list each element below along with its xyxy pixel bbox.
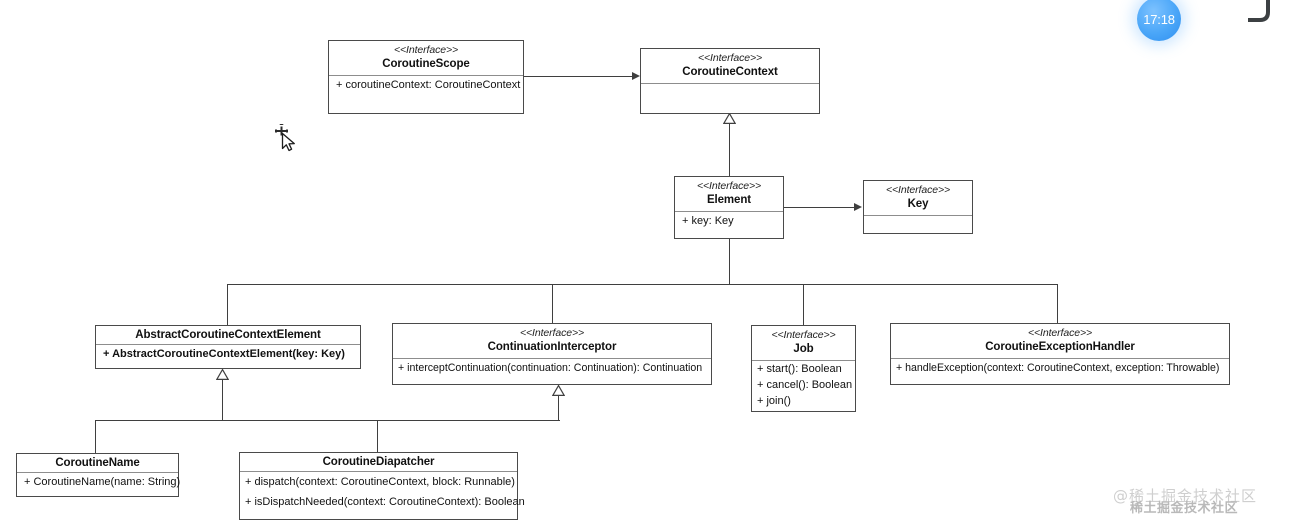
uml-members-compartment (641, 84, 819, 106)
edge-bus-to-abstract-element (227, 284, 229, 325)
uml-class-coroutine-scope[interactable]: <<Interface>> CoroutineScope + coroutine… (328, 40, 524, 114)
uml-members-compartment: + handleException(context: CoroutineCont… (891, 359, 1229, 378)
uml-member: + coroutineContext: CoroutineContext (336, 79, 521, 91)
edge-bus-to-exception-handler (1057, 284, 1059, 323)
uml-member: + CoroutineName(name: String) (24, 476, 181, 488)
uml-class-header: <<Interface>> CoroutineExceptionHandler (891, 324, 1229, 359)
time-badge[interactable]: 17:18 (1137, 0, 1181, 41)
watermark-ghost: 稀土掘金技术社区 (1130, 497, 1238, 516)
uml-class-coroutine-exception-handler[interactable]: <<Interface>> CoroutineExceptionHandler … (890, 323, 1230, 385)
class-name: Key (907, 198, 929, 210)
uml-members-compartment (864, 216, 972, 232)
uml-class-coroutine-context[interactable]: <<Interface>> CoroutineContext (640, 48, 820, 114)
edge-element-drop (729, 239, 731, 285)
arrowhead-element-to-key (854, 202, 862, 211)
uml-members-compartment: + AbstractCoroutineContextElement(key: K… (96, 345, 360, 364)
class-name: CoroutineName (55, 457, 140, 469)
uml-class-header: <<Interface>> CoroutineScope (329, 41, 523, 76)
generalization-arrowhead-continuation-interceptor (552, 385, 565, 396)
uml-class-coroutine-diapatcher[interactable]: CoroutineDiapatcher + dispatch(context: … (239, 452, 525, 520)
stereotype-label: <<Interface>> (519, 327, 585, 339)
uml-class-header: <<Interface>> Job (752, 326, 855, 361)
partial-bracket-glyph (1248, 0, 1270, 22)
class-name: ContinuationInterceptor (487, 341, 617, 353)
class-name: AbstractCoroutineContextElement (135, 329, 321, 341)
class-name: Job (793, 343, 814, 355)
uml-member: + cancel(): Boolean (757, 379, 853, 391)
edge-scope-to-context (524, 76, 634, 78)
generalization-arrowhead-context (723, 113, 736, 124)
uml-class-header: CoroutineName (17, 454, 178, 473)
class-name: CoroutineExceptionHandler (985, 341, 1135, 353)
uml-members-compartment: + start(): Boolean + cancel(): Boolean +… (752, 361, 855, 409)
uml-member: + start(): Boolean (757, 363, 842, 375)
generalization-arrowhead-abstract-element (216, 369, 229, 380)
uml-class-abstract-coroutine-context-element[interactable]: AbstractCoroutineContextElement + Abstra… (95, 325, 361, 369)
edge-element-bus (227, 284, 1058, 286)
uml-class-coroutine-name[interactable]: CoroutineName + CoroutineName(name: Stri… (16, 453, 181, 497)
uml-class-header: AbstractCoroutineContextElement (96, 326, 360, 345)
uml-member: + join() (757, 395, 791, 407)
edge-continuation-interceptor-drop (558, 394, 560, 421)
stereotype-label: <<Interface>> (696, 180, 762, 192)
uml-member: + handleException(context: CoroutineCont… (896, 362, 1220, 374)
watermark: @稀土掘金技术社区 (1113, 485, 1257, 506)
uml-class-continuation-interceptor[interactable]: <<Interface>> ContinuationInterceptor + … (392, 323, 712, 385)
class-name: CoroutineDiapatcher (322, 456, 435, 468)
time-badge-label: 17:18 (1143, 11, 1175, 27)
edge-bus-to-coroutine-name (95, 420, 97, 453)
uml-class-job[interactable]: <<Interface>> Job + start(): Boolean + c… (751, 325, 856, 412)
uml-member: + isDispatchNeeded(context: CoroutineCon… (245, 496, 525, 508)
move-cursor (275, 124, 295, 152)
stereotype-label: <<Interface>> (885, 184, 951, 196)
uml-members-compartment: + key: Key (675, 212, 783, 231)
class-name: CoroutineContext (682, 66, 778, 78)
edge-element-to-context (729, 122, 731, 176)
arrowhead-scope-to-context (632, 71, 640, 80)
uml-members-compartment: + dispatch(context: CoroutineContext, bl… (240, 472, 525, 512)
uml-member (641, 84, 819, 106)
edge-bus-to-job (803, 284, 805, 325)
uml-member (864, 216, 972, 232)
class-name: CoroutineScope (382, 58, 470, 70)
uml-members-compartment: + interceptContinuation(continuation: Co… (393, 359, 711, 378)
edge-bus-to-continuation-interceptor (552, 284, 554, 323)
edge-lower-bus (95, 420, 560, 422)
edge-bus-to-coroutine-dispatcher (377, 420, 379, 452)
uml-class-header: <<Interface>> Element (675, 177, 783, 212)
edge-abstract-element-drop (222, 378, 224, 421)
class-name: Element (706, 194, 752, 206)
uml-class-header: <<Interface>> Key (864, 181, 972, 216)
stereotype-label: <<Interface>> (1027, 327, 1093, 339)
uml-member: + AbstractCoroutineContextElement(key: K… (103, 348, 345, 360)
stereotype-label: <<Interface>> (771, 329, 836, 341)
uml-member: + interceptContinuation(continuation: Co… (398, 362, 703, 374)
uml-class-header: <<Interface>> ContinuationInterceptor (393, 324, 711, 359)
uml-members-compartment: + coroutineContext: CoroutineContext (329, 76, 523, 95)
uml-member: + dispatch(context: CoroutineContext, bl… (245, 476, 515, 488)
uml-members-compartment: + CoroutineName(name: String) (17, 473, 181, 492)
watermark-ghost-label: 稀土掘金技术社区 (1130, 501, 1239, 516)
uml-member: + key: Key (682, 215, 734, 227)
stereotype-label: <<Interface>> (697, 52, 763, 64)
watermark-label: @稀土掘金技术社区 (1113, 487, 1258, 505)
uml-class-header: CoroutineDiapatcher (240, 453, 517, 472)
uml-class-key[interactable]: <<Interface>> Key (863, 180, 973, 234)
edge-element-to-key (784, 207, 856, 209)
uml-class-header: <<Interface>> CoroutineContext (641, 49, 819, 84)
stereotype-label: <<Interface>> (393, 44, 459, 56)
uml-class-element[interactable]: <<Interface>> Element + key: Key (674, 176, 784, 239)
